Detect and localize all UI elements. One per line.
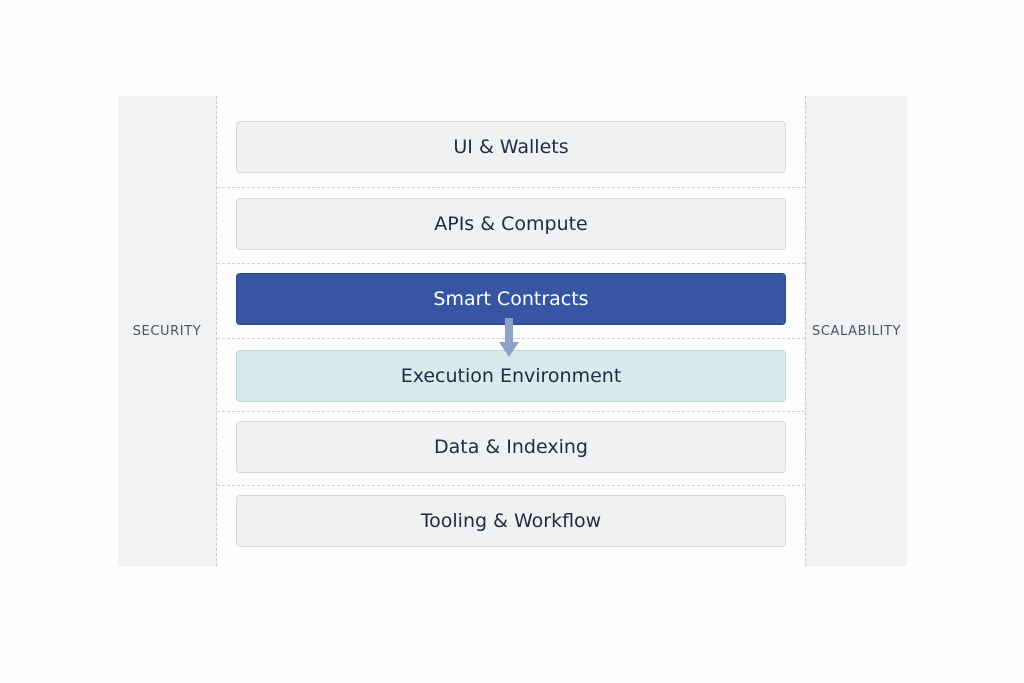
layer-label: APIs & Compute xyxy=(434,213,588,235)
layer-label: Smart Contracts xyxy=(433,288,589,310)
layer-label: Data & Indexing xyxy=(434,436,588,458)
layer-divider xyxy=(217,263,805,264)
layer-ui-wallets: UI & Wallets xyxy=(236,121,786,173)
arrow-down-icon xyxy=(499,318,519,357)
layer-label: Execution Environment xyxy=(400,365,622,387)
scalability-label: SCALABILITY xyxy=(812,323,901,339)
layer-divider xyxy=(217,411,805,412)
layer-apis-compute: APIs & Compute xyxy=(236,198,786,250)
layer-data-indexing: Data & Indexing xyxy=(236,421,786,473)
layer-smart-contracts: Smart Contracts xyxy=(236,273,786,325)
layer-tooling-workflow: Tooling & Workflow xyxy=(236,495,786,547)
layer-label: UI & Wallets xyxy=(453,136,569,158)
layer-label: Tooling & Workflow xyxy=(420,510,602,532)
security-label: SECURITY xyxy=(132,323,202,339)
scalability-column: SCALABILITY xyxy=(805,96,907,566)
security-column: SECURITY xyxy=(118,96,217,566)
layer-execution-environment: Execution Environment xyxy=(236,350,786,402)
layer-divider xyxy=(217,187,805,188)
layer-divider xyxy=(217,485,805,486)
